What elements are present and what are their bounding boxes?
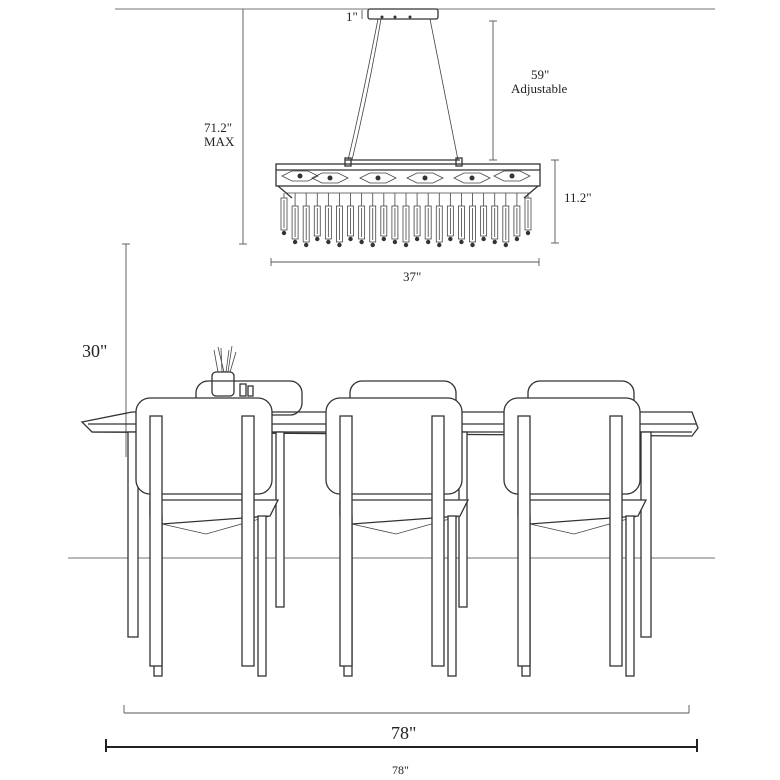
- cable-adjustable-label: Adjustable: [511, 81, 568, 96]
- fixture-width-label: 37": [403, 269, 422, 284]
- max-height-label: 71.2": [204, 120, 233, 135]
- vase-decor: [211, 345, 254, 397]
- fixture-height-dimension: [551, 159, 559, 244]
- chandelier-body: [275, 157, 541, 199]
- chandelier-canopy: [367, 8, 439, 20]
- table-height-label: 30": [82, 341, 108, 361]
- table-height-dimension: [122, 243, 130, 457]
- max-height-dimension: [239, 9, 247, 245]
- crystal-prisms: [280, 193, 532, 248]
- table-length-label: 78": [391, 723, 417, 743]
- fixture-height-label: 11.2": [564, 190, 592, 205]
- max-note-label: MAX: [204, 134, 235, 149]
- overall-length-dimension: [105, 739, 698, 752]
- overall-length-label: 78": [392, 763, 409, 777]
- front-chairs: [135, 397, 648, 677]
- suspension-cables: [347, 18, 459, 161]
- table-length-dimension: [123, 705, 690, 714]
- fixture-width-dimension: [270, 258, 540, 266]
- cable-length-label: 59": [531, 67, 550, 82]
- cable-dimension: [489, 20, 497, 161]
- crystal-band: [281, 170, 531, 184]
- canopy-height-label: 1": [346, 9, 358, 24]
